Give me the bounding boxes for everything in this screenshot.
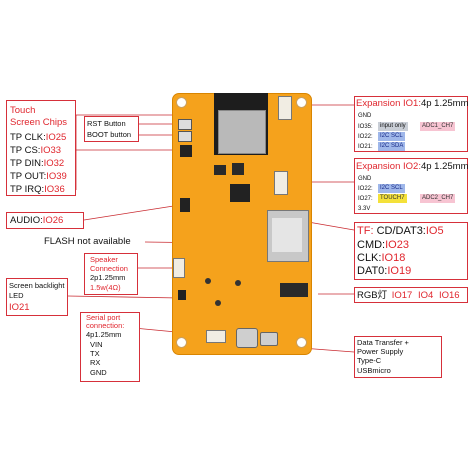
mounting-hole — [296, 337, 307, 348]
expansion-io1-gnd: GND — [358, 113, 372, 119]
audio-chip — [180, 198, 190, 212]
power-line2: Power Supply — [357, 347, 404, 356]
boot-button-label: BOOT button — [87, 130, 132, 139]
expansion-io2-box — [354, 158, 468, 214]
backlight-led: LED — [9, 291, 24, 300]
expansion-io2-connector — [274, 171, 288, 195]
serial-size: 4p1.25mm — [86, 330, 122, 339]
backlight-label: Screen backlight — [9, 281, 65, 290]
tp-clk: TP CLK:IO25 — [10, 132, 67, 143]
speaker-size: 2p1.25mm — [90, 273, 126, 282]
speaker-subtitle: Connection — [90, 264, 128, 273]
mounting-hole — [176, 97, 187, 108]
tp-cs: TP CS:IO33 — [10, 145, 62, 156]
tag-i2c-scl-2: I2C SCL — [378, 184, 405, 193]
mounting-hole — [296, 97, 307, 108]
expansion-io1-connector — [278, 96, 292, 120]
tag-i2c-sda: I2C SDA — [378, 142, 406, 151]
tf-box — [354, 222, 468, 280]
tag-touch7: TOUCH7 — [378, 194, 407, 203]
rgb-label: RGB灯 IO17 IO4 IO16 — [357, 290, 460, 301]
component — [215, 300, 221, 306]
speaker-connector — [173, 258, 185, 278]
component — [214, 165, 226, 175]
tf-clk: CLK:IO18 — [357, 252, 406, 264]
touch-title: Touch — [10, 105, 36, 116]
serial-vin: VIN — [90, 340, 103, 349]
serial-subtitle: connection: — [86, 321, 125, 330]
tag-i2c-scl: I2C SCL — [378, 132, 405, 141]
buttons-box — [84, 116, 139, 142]
power-box — [354, 336, 442, 378]
audio-label: AUDIO:IO26 — [10, 215, 64, 226]
expansion-io2-title: Expansion IO2:4p 1.25mm — [356, 161, 469, 172]
tag-adc1-ch7: ADC1_CH7 — [420, 122, 456, 131]
backlight-transistor — [178, 290, 186, 300]
serial-connector — [206, 330, 226, 343]
audio-box — [6, 212, 84, 229]
usb-micro-connector — [260, 332, 278, 346]
tp-irq: TP IRQ:IO36 — [10, 184, 65, 195]
expansion-io1-pin2: IO22: — [358, 134, 373, 140]
component — [205, 278, 211, 284]
rgb-box — [354, 287, 468, 303]
serial-tx: TX — [90, 349, 100, 358]
expansion-io2-gnd: GND — [358, 176, 372, 182]
tf-cd: TF: CD/DAT3:IO5 — [357, 225, 444, 237]
expansion-io1-pin1: IO35: — [358, 124, 373, 130]
serial-gnd: GND — [90, 368, 107, 377]
expansion-io2-pin1: IO22: — [358, 186, 373, 192]
serial-rx: RX — [90, 358, 101, 367]
rgb-led — [280, 283, 308, 297]
speaker-box — [84, 253, 138, 295]
expansion-io1-pin3: IO21: — [358, 144, 373, 150]
rst-button-label: RST Button — [87, 119, 126, 128]
esp32-shield — [218, 110, 266, 154]
tf-cmd: CMD:IO23 — [357, 239, 409, 251]
power-line1: Data Transfer + — [357, 338, 409, 347]
serial-box — [80, 312, 140, 382]
tag-adc2-ch7: ADC2_CH7 — [420, 194, 456, 203]
touch-screen-chips-box — [6, 100, 76, 196]
expansion-io2-3v3: 3.3V — [358, 206, 371, 212]
flash-chip — [230, 184, 250, 202]
rst-button-part — [178, 119, 192, 130]
component — [235, 280, 241, 286]
usb-c-connector — [236, 328, 258, 348]
backlight-box — [6, 278, 68, 316]
tag-input-only: input only — [378, 122, 408, 131]
touch-subtitle: Screen Chips — [10, 117, 68, 128]
component — [232, 163, 244, 175]
speaker-title: Speaker — [90, 255, 118, 264]
touch-chip — [180, 145, 192, 157]
expansion-io2-pin2: IO27: — [358, 196, 373, 202]
speaker-power: 1.5w(4Ω) — [90, 283, 121, 292]
expansion-io1-title: Expansion IO1:4p 1.25mm — [356, 98, 469, 109]
tp-out: TP OUT:IO39 — [10, 171, 67, 182]
power-line4: USBmicro — [357, 366, 391, 375]
tf-card-inner — [272, 218, 302, 252]
serial-title: Serial port — [86, 313, 121, 322]
flash-label: FLASH not available — [44, 236, 131, 247]
backlight-io: IO21 — [9, 302, 30, 313]
power-line3: Type-C — [357, 356, 382, 365]
mounting-hole — [176, 337, 187, 348]
boot-button-part — [178, 131, 192, 142]
tp-din: TP DIN:IO32 — [10, 158, 65, 169]
tf-dat0: DAT0:IO19 — [357, 265, 412, 277]
